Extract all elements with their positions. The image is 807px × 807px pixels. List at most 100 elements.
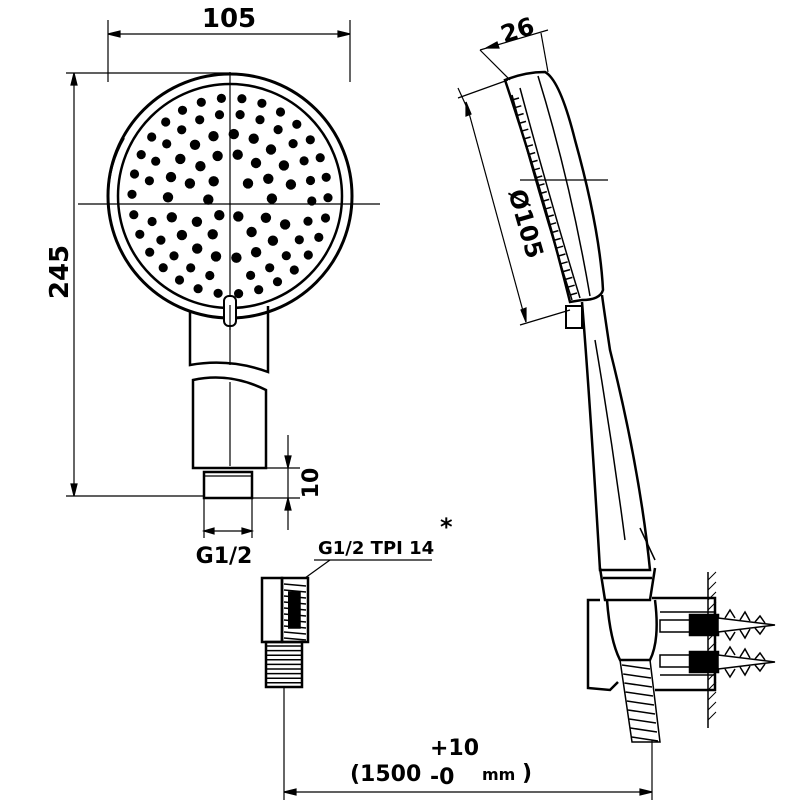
nozzle <box>281 251 291 261</box>
nozzle <box>265 144 277 155</box>
nozzle <box>177 125 187 135</box>
nozzle <box>176 229 188 241</box>
nozzle <box>250 157 262 169</box>
nozzle <box>151 156 161 166</box>
nozzle <box>192 243 203 254</box>
nozzle <box>320 213 331 223</box>
nozzle-ridges <box>511 97 578 296</box>
nozzle <box>147 132 157 142</box>
hose-thread <box>619 659 661 743</box>
nozzle <box>242 178 254 189</box>
nozzle <box>255 115 265 125</box>
nozzle <box>174 275 185 285</box>
nozzle <box>272 277 283 287</box>
label-tolerance-minus: -0 <box>430 765 454 790</box>
nozzle <box>212 150 223 162</box>
nozzle <box>156 235 166 245</box>
nozzle <box>305 135 315 145</box>
nozzle <box>288 139 298 149</box>
nozzle <box>265 263 275 273</box>
dimension-hose <box>283 688 653 800</box>
nozzle <box>235 110 245 120</box>
nozzle <box>177 105 188 115</box>
nozzle <box>129 210 139 220</box>
nozzle <box>169 251 179 261</box>
nozzle <box>165 171 177 183</box>
label-unit: mm <box>482 765 515 784</box>
nozzle <box>158 263 168 273</box>
nozzle-pattern <box>127 93 333 299</box>
nozzle <box>162 192 174 203</box>
handle-front <box>188 305 270 500</box>
nozzle <box>246 226 257 238</box>
nozzle <box>321 172 331 182</box>
label-close-paren: ) <box>522 761 532 786</box>
nozzle <box>166 212 177 223</box>
nozzle <box>205 270 215 281</box>
nozzle <box>195 161 206 172</box>
nozzle <box>279 219 291 230</box>
nozzle <box>294 235 304 245</box>
dim-label-width: 105 <box>202 4 256 34</box>
nozzle <box>303 250 313 260</box>
nozzle <box>136 150 146 160</box>
nozzle <box>305 175 316 186</box>
nozzle <box>303 216 313 226</box>
nozzle <box>135 229 145 239</box>
dimension-height <box>66 72 230 497</box>
nozzle <box>323 193 333 203</box>
nozzle <box>207 229 218 240</box>
nozzle <box>144 176 154 186</box>
label-wall-thread: G1/2 TPI 14 <box>318 538 434 559</box>
nozzle <box>203 194 214 205</box>
nozzle <box>210 251 222 262</box>
nozzle <box>147 216 157 227</box>
nozzle <box>127 189 137 199</box>
nozzle <box>307 196 317 206</box>
side-view: 26 Ø105 <box>457 12 776 743</box>
nozzle <box>233 211 244 222</box>
screw-bottom <box>688 645 776 679</box>
nozzle <box>129 169 140 179</box>
nozzle <box>275 107 286 117</box>
wall-connector <box>260 559 432 689</box>
dim-label-thickness: 26 <box>497 12 537 49</box>
nozzle <box>208 176 219 187</box>
dimension-connector <box>252 435 300 530</box>
dim-label-thread: G1/2 <box>196 544 253 569</box>
dimension-width <box>107 20 351 82</box>
nozzle <box>285 179 297 190</box>
dim-label-connector: 10 <box>299 468 324 499</box>
label-tolerance-plus: +10 <box>430 736 479 761</box>
nozzle <box>292 119 302 129</box>
nozzle <box>315 153 325 163</box>
nozzle <box>273 125 283 135</box>
nozzle <box>234 289 244 299</box>
shower-head-side <box>503 70 661 743</box>
nozzle <box>267 235 279 246</box>
nozzle <box>314 232 324 242</box>
label-hose-length: (1500 <box>350 762 421 787</box>
nozzle <box>278 160 290 171</box>
nozzle <box>254 285 264 295</box>
nozzle <box>263 173 274 184</box>
nozzle <box>186 263 196 273</box>
label-asterisk: * <box>440 513 453 541</box>
nozzle <box>214 110 225 120</box>
wall-bracket <box>586 571 776 728</box>
nozzle <box>248 133 259 144</box>
nozzle <box>191 216 203 227</box>
nozzle <box>214 210 225 221</box>
shower-head-front <box>78 72 380 330</box>
nozzle <box>184 178 196 189</box>
dimension-thread <box>201 498 255 538</box>
nozzle <box>228 128 239 140</box>
nozzle <box>266 193 278 204</box>
screw-top <box>688 608 776 642</box>
nozzle <box>250 247 262 258</box>
nozzle <box>289 265 299 275</box>
nozzle <box>208 131 219 142</box>
nozzle <box>175 153 186 165</box>
nozzle <box>195 115 205 125</box>
nozzle <box>299 156 309 166</box>
